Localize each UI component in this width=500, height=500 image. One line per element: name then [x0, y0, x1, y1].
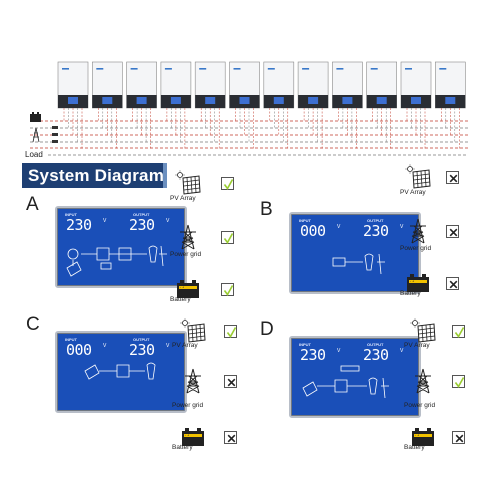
- lcd-input-caption: INPUT: [299, 342, 311, 347]
- lcd-output-caption: OUTPUT: [133, 337, 150, 342]
- lcd-output-value: 230: [363, 346, 389, 364]
- grid-label: Power grid: [172, 402, 204, 409]
- battery-icon: - +: [180, 424, 206, 455]
- check-mark-icon: [221, 231, 234, 244]
- lcd-output-caption: OUTPUT: [133, 212, 150, 217]
- lcd-output-value: 230: [129, 216, 155, 234]
- scenario-b-letter: B: [260, 199, 273, 220]
- bus-tower-icon: [32, 127, 40, 143]
- scenario-d-lcd-display: INPUT OUTPUT 230 V 230 V: [289, 336, 421, 418]
- scenario-b-lcd-display: INPUT OUTPUT 000 V 230 V: [289, 212, 421, 294]
- lcd-panel-icon: [66, 261, 82, 277]
- pv-array-icon: [410, 318, 436, 349]
- svg-text:- +: - +: [415, 434, 419, 438]
- power-grid-tower-icon: [405, 218, 431, 249]
- grid-label: Power grid: [170, 251, 202, 258]
- battery-icon: - +: [405, 270, 431, 301]
- bus-battery-icon: [30, 112, 41, 122]
- inverter-unit: [229, 61, 260, 109]
- lcd-output-value: 230: [363, 222, 389, 240]
- lcd-input-unit: V: [103, 343, 107, 349]
- grid-label: Power grid: [404, 402, 436, 409]
- lcd-output-unit: V: [166, 218, 170, 224]
- power-grid-tower-icon: [180, 368, 206, 399]
- lcd-input-unit: V: [103, 218, 107, 224]
- battery-label: Battery: [170, 296, 191, 303]
- inverter-unit: [194, 61, 226, 109]
- lcd-input-caption: INPUT: [65, 337, 77, 342]
- check-mark-icon: [452, 375, 465, 388]
- battery-label: Battery: [400, 290, 421, 297]
- battery-icon: - +: [175, 276, 201, 307]
- system-diagram-title: System Diagram: [22, 163, 167, 188]
- inverter-unit: [126, 61, 157, 109]
- battery-label: Battery: [404, 444, 425, 451]
- lcd-flow-icons: [66, 245, 167, 277]
- lcd-input-unit: V: [337, 224, 341, 230]
- wiring-bus: [30, 108, 468, 156]
- lcd-input-value: 230: [66, 216, 92, 234]
- lcd-output-unit: V: [400, 348, 404, 354]
- cross-mark-icon: [446, 277, 459, 290]
- scenario-c-lcd-display: INPUT OUTPUT 000 V 230 V: [55, 331, 187, 413]
- pv-array-icon: [175, 170, 201, 201]
- power-grid-tower-icon: [410, 368, 436, 399]
- grid-label: Power grid: [400, 245, 432, 252]
- cross-mark-icon: [224, 431, 237, 444]
- lcd-output-caption: OUTPUT: [367, 342, 384, 347]
- lcd-flow-icons: [332, 253, 385, 275]
- inverter-row: [57, 61, 466, 109]
- lcd-input-caption: INPUT: [299, 218, 311, 223]
- cross-mark-icon: [446, 171, 459, 184]
- lcd-input-value: 230: [300, 346, 326, 364]
- lcd-output-caption: OUTPUT: [367, 218, 384, 223]
- power-grid-tower-icon: [175, 224, 201, 255]
- cross-mark-icon: [452, 431, 465, 444]
- battery-icon: - +: [410, 424, 436, 455]
- battery-label: Battery: [172, 444, 193, 451]
- inverter-unit: [57, 61, 89, 109]
- inverter-unit: [332, 61, 363, 109]
- cross-mark-icon: [224, 375, 237, 388]
- pv-array-icon: [405, 164, 431, 195]
- inverter-unit: [92, 61, 123, 109]
- svg-text:- +: - +: [180, 286, 184, 290]
- pv-label: PV Array: [170, 195, 196, 202]
- pv-label: PV Array: [172, 342, 198, 349]
- svg-text:- +: - +: [185, 434, 189, 438]
- scenario-a-lcd-display: INPUT OUTPUT 230 V 230 V: [55, 206, 187, 288]
- lcd-output-value: 230: [129, 341, 155, 359]
- lcd-flow-icons: [84, 362, 156, 380]
- inverter-unit: [160, 61, 192, 109]
- lcd-input-caption: INPUT: [65, 212, 77, 217]
- lcd-input-value: 000: [300, 222, 326, 240]
- scenario-c-letter: C: [26, 314, 40, 335]
- inverter-unit: [366, 61, 398, 109]
- check-mark-icon: [224, 325, 237, 338]
- inverter-unit: [263, 61, 295, 109]
- lcd-output-unit: V: [166, 343, 170, 349]
- inverter-unit: [434, 61, 466, 109]
- lcd-input-value: 000: [66, 341, 92, 359]
- scenario-a-letter: A: [26, 194, 39, 215]
- load-label: Load: [25, 150, 43, 159]
- check-mark-icon: [221, 283, 234, 296]
- pv-array-icon: [180, 318, 206, 349]
- lcd-output-unit: V: [400, 224, 404, 230]
- check-mark-icon: [452, 325, 465, 338]
- scenario-d-letter: D: [260, 319, 274, 340]
- svg-text:- +: - +: [410, 280, 414, 284]
- inverter-unit: [297, 61, 329, 109]
- pv-label: PV Array: [400, 189, 426, 196]
- inverter-unit: [400, 61, 432, 109]
- pv-label: PV Array: [404, 342, 430, 349]
- check-mark-icon: [221, 177, 234, 190]
- bus-small-label-icons: [52, 126, 58, 143]
- lcd-flow-icons: [302, 365, 389, 399]
- cross-mark-icon: [446, 225, 459, 238]
- lcd-input-unit: V: [337, 348, 341, 354]
